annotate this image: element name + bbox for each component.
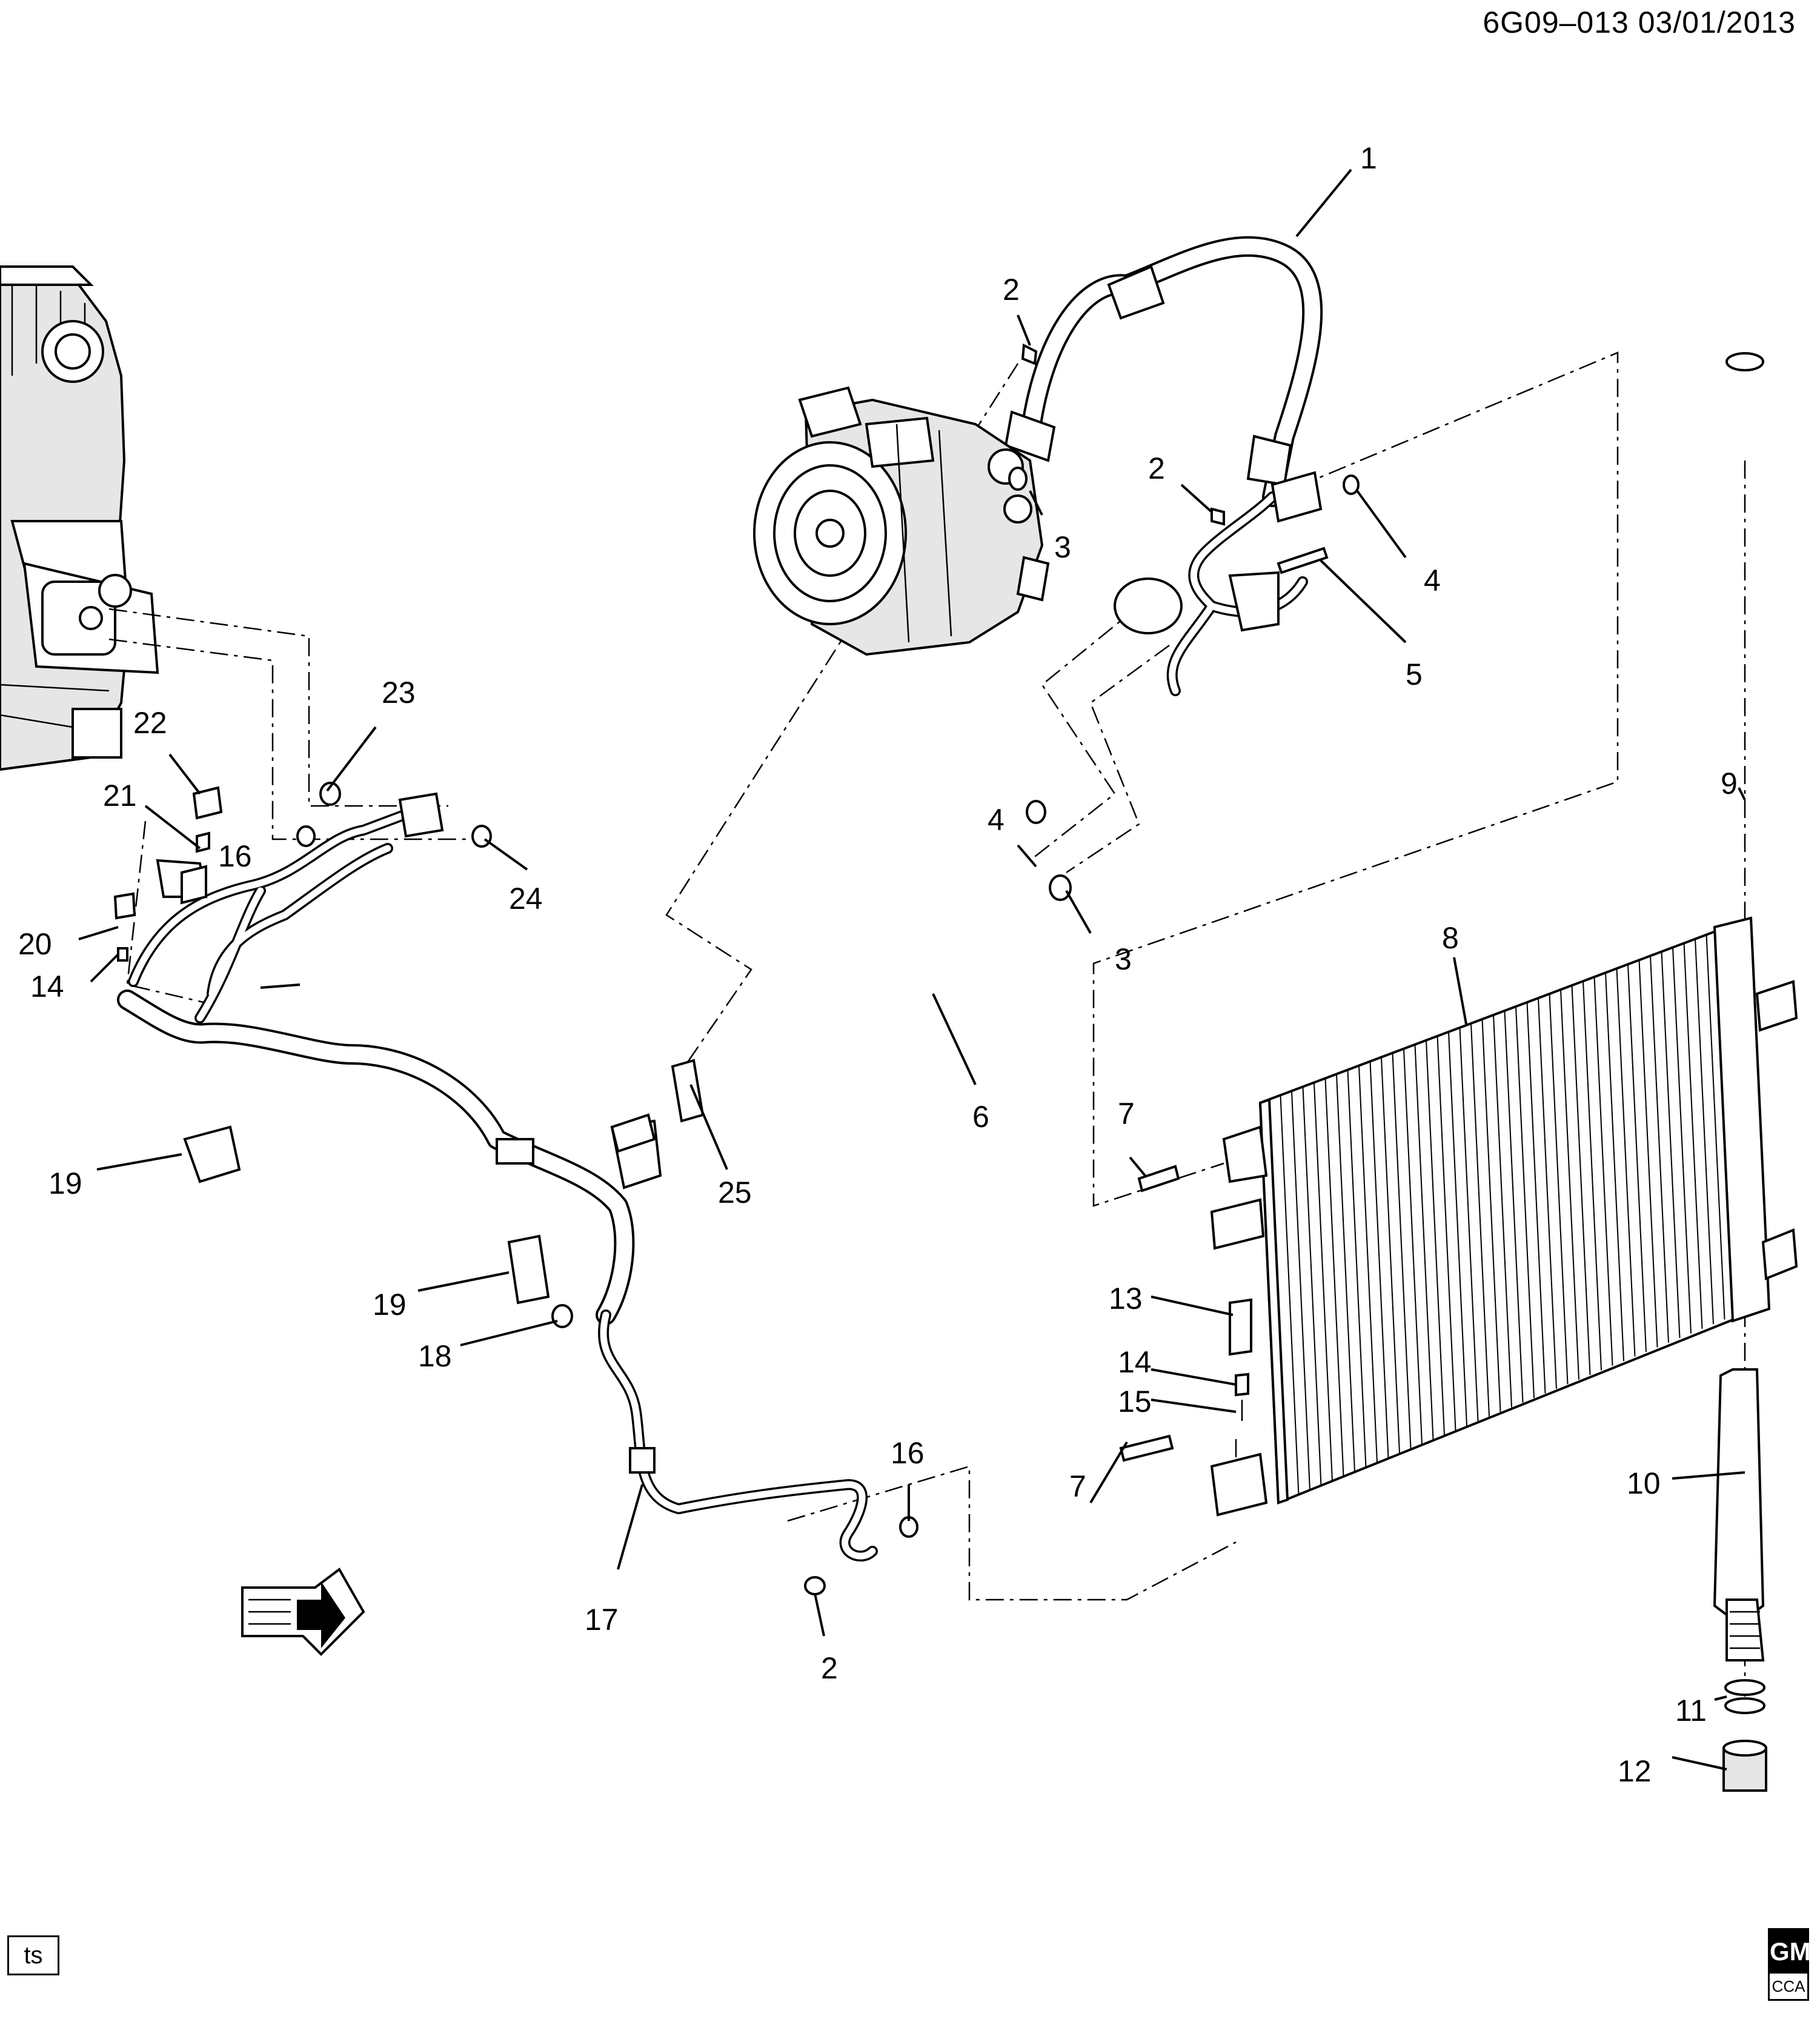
hvac-module: [0, 265, 159, 771]
callout-6: 6: [972, 1100, 989, 1134]
callout-17: 17: [585, 1603, 619, 1637]
callout-7: 7: [1069, 1469, 1086, 1503]
gm-logo-subtext: CCA: [1772, 1977, 1805, 1995]
callout-8: 8: [1442, 921, 1459, 955]
callout-25: 25: [718, 1176, 752, 1209]
callout-2: 2: [1003, 273, 1020, 307]
gm-logo-text: GM: [1770, 1930, 1811, 1974]
callout-12: 12: [1618, 1754, 1652, 1788]
callout-21: 21: [103, 779, 137, 813]
callout-2: 2: [1148, 451, 1165, 485]
callout-24: 24: [509, 882, 543, 916]
callout-20: 20: [18, 927, 52, 961]
callout-19: 19: [373, 1288, 407, 1322]
callout-1: 1: [1360, 141, 1377, 175]
callout-14: 14: [30, 970, 64, 1003]
gm-logo: GM CCA: [1768, 1928, 1811, 2001]
callout-14: 14: [1118, 1345, 1152, 1379]
callout-10: 10: [1627, 1466, 1661, 1500]
callout-16: 16: [891, 1436, 925, 1470]
callout-13: 13: [1109, 1282, 1143, 1316]
callout-numbers: 1 2 2 3 4 5 4 3 6 8 9 7 7 13 14 15 10 11…: [18, 141, 1738, 1788]
callout-3: 3: [1115, 942, 1132, 976]
callout-22: 22: [133, 706, 167, 740]
refrigerant-lines-lower: [117, 792, 878, 1562]
callout-23: 23: [382, 676, 416, 710]
callout-2: 2: [821, 1651, 838, 1685]
callout-4: 4: [988, 803, 1005, 837]
callout-5: 5: [1406, 657, 1423, 691]
ts-tag: ts: [7, 1935, 59, 1975]
callout-leaders: [78, 168, 1746, 1771]
receiver-dryer: [1713, 352, 1767, 1792]
condenser: [1210, 916, 1798, 1517]
callout-4: 4: [1424, 564, 1441, 597]
callout-18: 18: [418, 1339, 452, 1373]
front-direction-arrow-icon: [241, 1568, 365, 1656]
fasteners-and-seals: [113, 343, 1360, 1595]
ac-compressor: [753, 386, 1050, 656]
document-id-date: 6G09–013 03/01/2013: [1483, 5, 1796, 39]
hose-assembly-upper: [1004, 236, 1323, 696]
callout-15: 15: [1118, 1385, 1152, 1419]
callout-7: 7: [1118, 1097, 1135, 1131]
callout-9: 9: [1721, 767, 1738, 800]
callout-16: 16: [218, 839, 252, 873]
callout-19: 19: [48, 1166, 82, 1200]
callout-11: 11: [1675, 1694, 1707, 1728]
callout-3: 3: [1054, 530, 1071, 564]
